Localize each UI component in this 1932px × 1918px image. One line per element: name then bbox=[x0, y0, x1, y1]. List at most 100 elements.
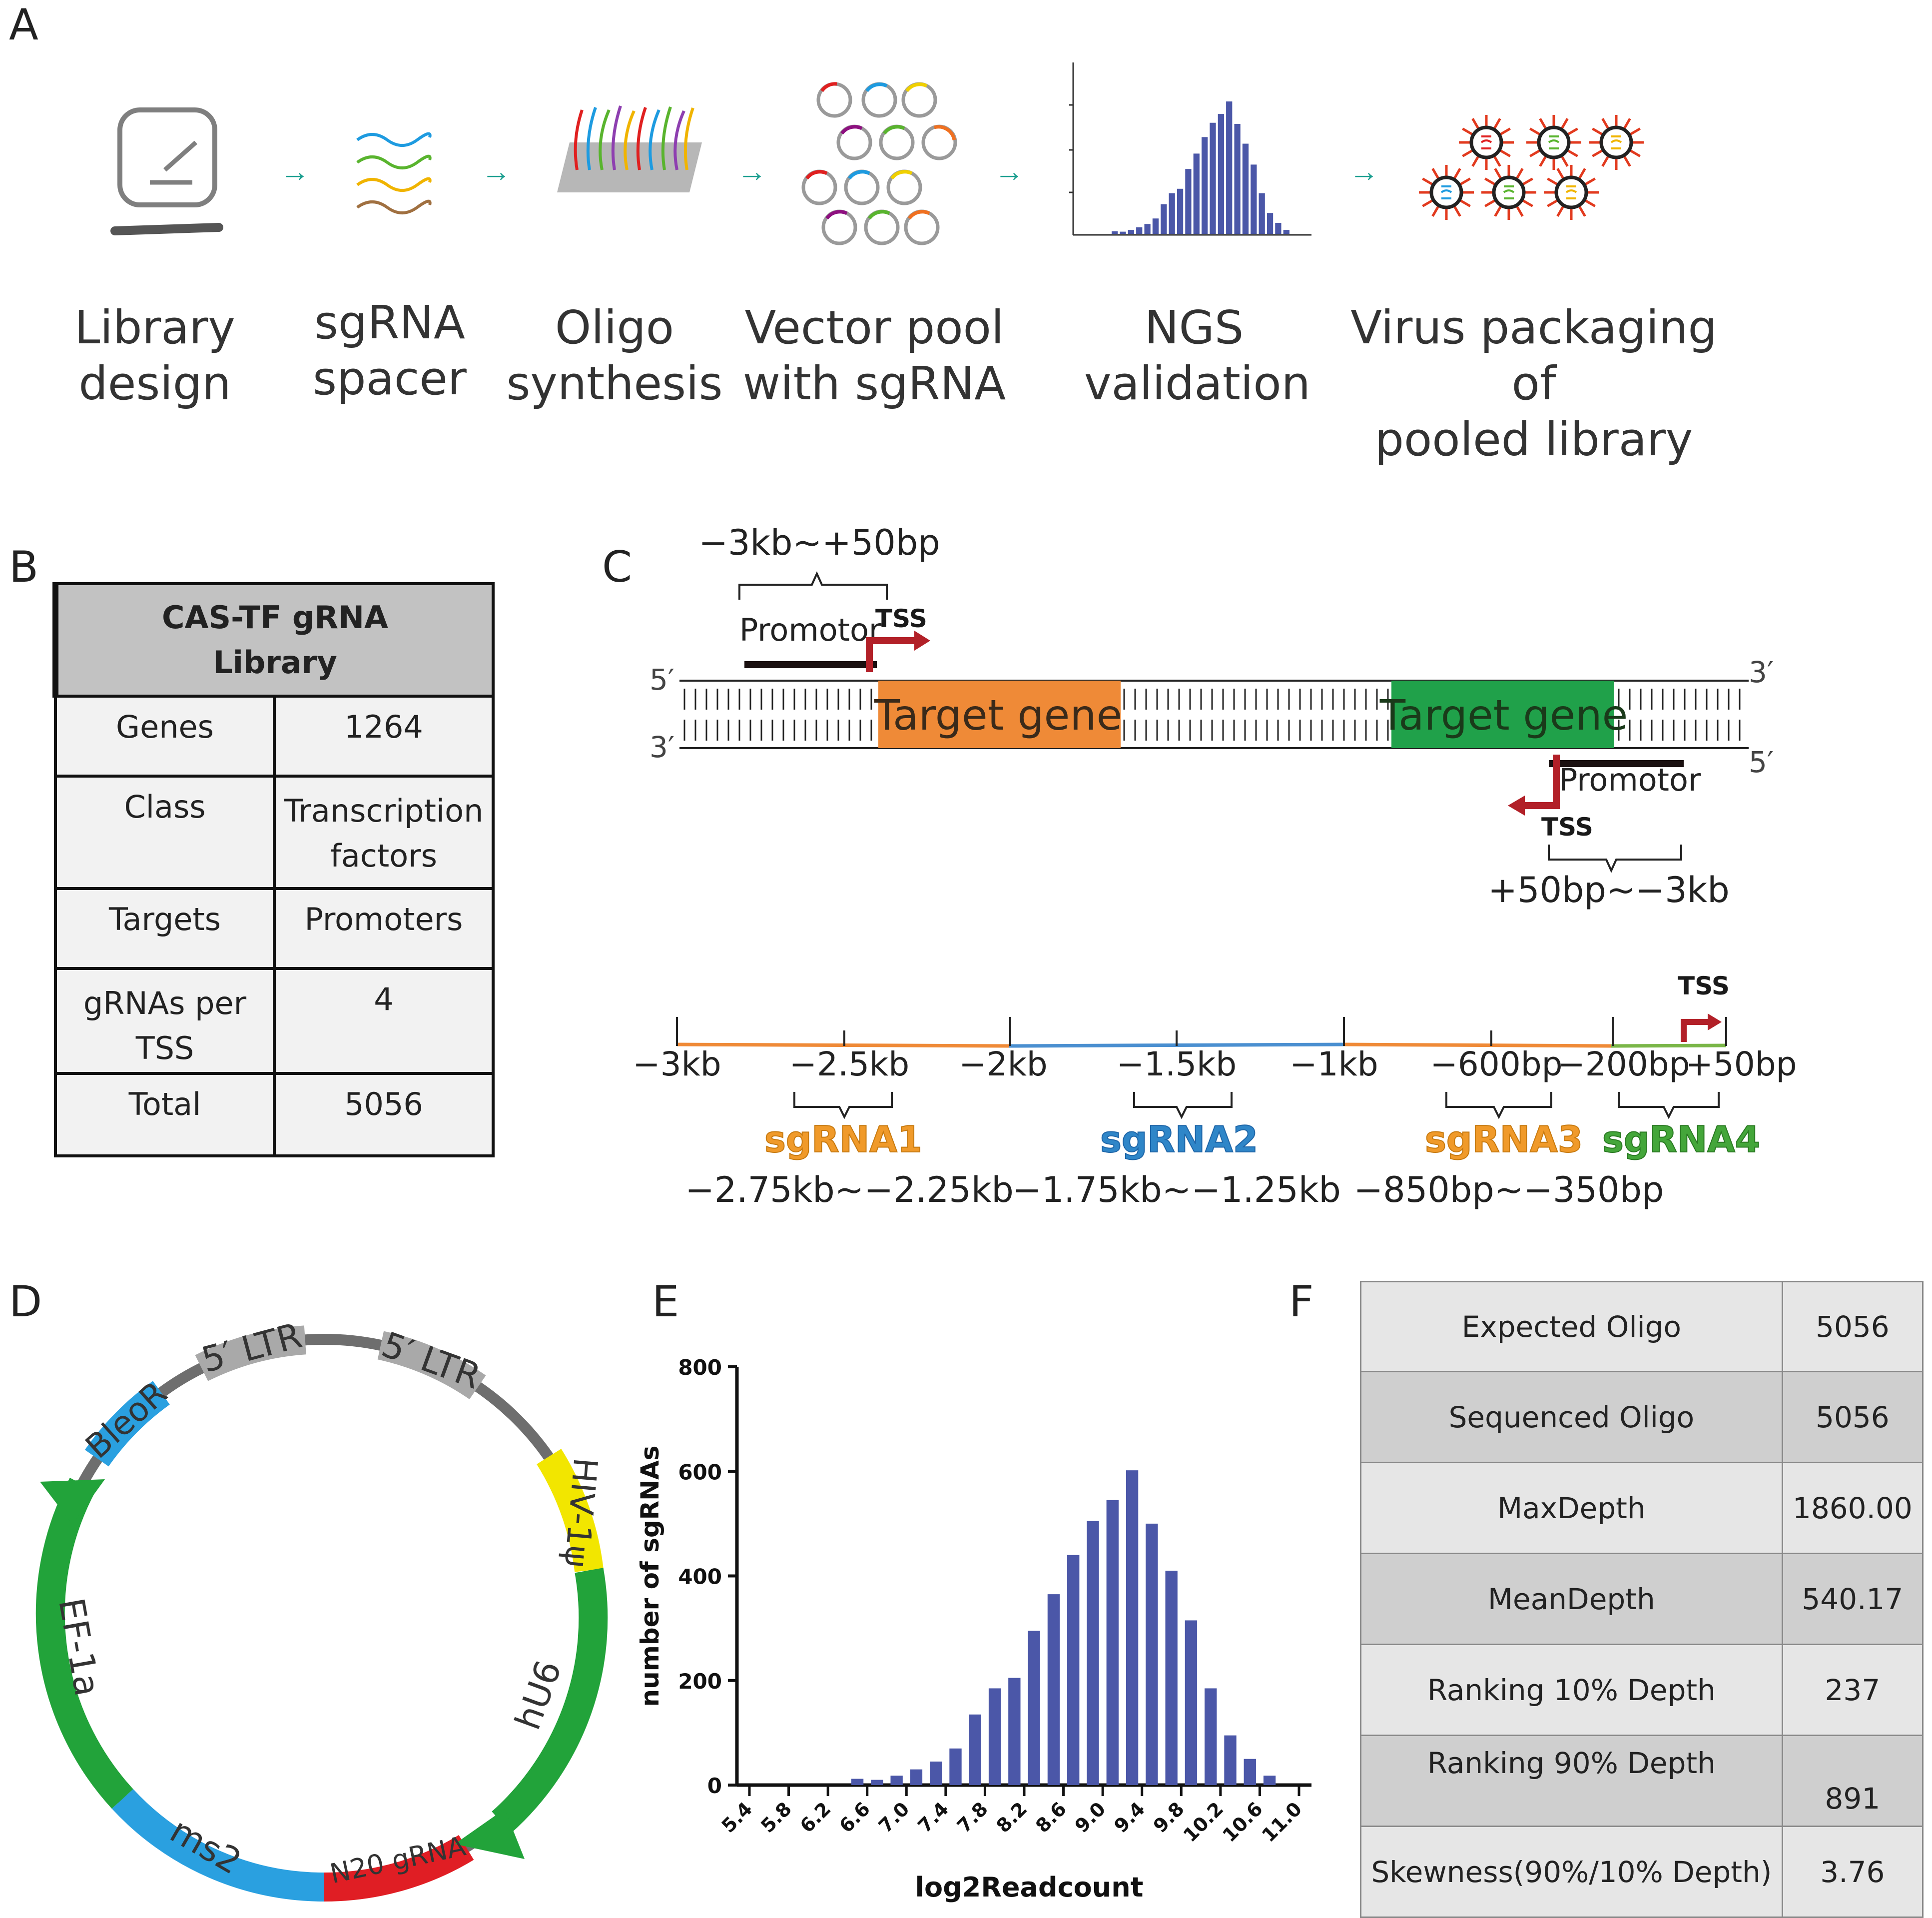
histogram-bar bbox=[1067, 1555, 1080, 1785]
virus-spike bbox=[1484, 177, 1497, 186]
mini-histogram-bar bbox=[1218, 114, 1224, 234]
row-value: 5056 bbox=[1781, 1281, 1924, 1372]
mini-histogram-bar bbox=[1144, 224, 1151, 234]
virus-genome bbox=[1610, 135, 1622, 149]
target-gene-2 bbox=[1391, 681, 1614, 748]
row-value: 540.17 bbox=[1781, 1553, 1924, 1645]
mini-histogram-bar bbox=[1136, 227, 1143, 234]
virus-capsid bbox=[1554, 175, 1588, 209]
table-row: MeanDepth 540.17 bbox=[1360, 1553, 1924, 1645]
virus-spike bbox=[1628, 127, 1641, 136]
target-gene-1-label: Target gene bbox=[874, 691, 1123, 740]
histogram-bar bbox=[1008, 1678, 1021, 1785]
virus-spike bbox=[1583, 198, 1596, 207]
virus-spike bbox=[1560, 154, 1569, 167]
table-row: Sequenced Oligo 5056 bbox=[1360, 1371, 1924, 1463]
table-row: Targets Promoters bbox=[54, 887, 495, 970]
histogram-bar bbox=[1126, 1470, 1139, 1785]
mini-histogram-bar bbox=[1193, 153, 1200, 234]
axis-tick-label: +50bp bbox=[1685, 1045, 1797, 1083]
y-axis-title: number of sgRNAs bbox=[636, 1446, 664, 1707]
axis-tss-arrow-icon bbox=[1681, 1019, 1709, 1042]
computer-icon bbox=[110, 107, 223, 235]
plasmid-map: 5′ LTR 5′ LTR HIV-1ψ hU6 N20 gRNA ms2 EF… bbox=[35, 1315, 608, 1902]
virus-spike bbox=[1556, 204, 1565, 217]
histogram-bar bbox=[1106, 1500, 1119, 1785]
x-tick-label: 7.0 bbox=[874, 1798, 914, 1837]
y-tick-label: 400 bbox=[678, 1565, 722, 1589]
virus-spike bbox=[1431, 168, 1440, 180]
row-key: Total bbox=[54, 1072, 276, 1157]
mini-histogram-bar bbox=[1120, 231, 1126, 234]
plasmid-pool-icon bbox=[801, 82, 957, 245]
virus-spike bbox=[1601, 118, 1610, 130]
row-value: 1860.00 bbox=[1781, 1462, 1924, 1554]
five-prime-bottom: 5′ bbox=[1749, 745, 1774, 779]
ms2-segment bbox=[111, 1789, 324, 1902]
virus-spike bbox=[1498, 148, 1511, 157]
workflow-arrow-3: → bbox=[737, 154, 767, 188]
virus-capsid bbox=[1537, 125, 1571, 159]
virus-spike bbox=[1577, 204, 1586, 217]
row-key: MeanDepth bbox=[1360, 1553, 1783, 1645]
virus-spike bbox=[1547, 177, 1559, 186]
mini-histogram-bar bbox=[1259, 193, 1265, 234]
virus-spike bbox=[1556, 168, 1565, 180]
virus-capsid bbox=[1469, 125, 1503, 159]
virus-spike bbox=[1471, 118, 1480, 130]
histogram-bar bbox=[1047, 1594, 1060, 1785]
x-tick-label: 11.0 bbox=[1258, 1798, 1306, 1846]
row-key: gRNAs per TSS bbox=[54, 967, 276, 1075]
virus-spike bbox=[1560, 118, 1569, 130]
bottom-tss-label: TSS bbox=[1541, 813, 1593, 842]
sgrna2-label: sgRNA2 bbox=[1100, 1118, 1258, 1160]
histogram-icon bbox=[1069, 62, 1311, 236]
mini-histogram-bar bbox=[1128, 230, 1134, 234]
virus-spike bbox=[1462, 148, 1474, 157]
virus-particles-icon bbox=[1419, 115, 1644, 220]
mini-histogram-bar bbox=[1226, 101, 1233, 234]
virus-spike bbox=[1462, 127, 1474, 136]
histogram-bar bbox=[1087, 1521, 1099, 1785]
row-value: 4 bbox=[273, 967, 495, 1075]
row-key: Ranking 90% Depth bbox=[1360, 1735, 1783, 1827]
histogram-bar bbox=[988, 1688, 1001, 1785]
virus-spike bbox=[1422, 198, 1434, 207]
bottom-promoter-label: Promotor bbox=[1559, 762, 1701, 798]
table-row: Genes 1264 bbox=[54, 695, 495, 778]
axis-tick-label: −3kb bbox=[633, 1045, 721, 1083]
psi-label: HIV-1ψ bbox=[557, 1456, 605, 1569]
virus-spike bbox=[1601, 154, 1610, 167]
histogram-bar bbox=[1165, 1571, 1178, 1785]
x-tick-label: 9.4 bbox=[1110, 1798, 1149, 1837]
sgrna3-label: sgRNA3 bbox=[1425, 1118, 1583, 1160]
top-tss-label: TSS bbox=[875, 604, 927, 633]
virus-capsid bbox=[1429, 175, 1463, 209]
histogram-bar bbox=[969, 1714, 981, 1785]
ltr-segment-2 bbox=[377, 1331, 486, 1400]
x-tick-label: 8.2 bbox=[992, 1798, 1032, 1837]
virus-spike bbox=[1452, 168, 1461, 180]
x-tick-label: 10.6 bbox=[1218, 1798, 1267, 1846]
panel-label-b: B bbox=[9, 542, 38, 592]
psi-segment bbox=[537, 1449, 604, 1572]
promoter-diagram: Target gene Target gene 5′ 3′ 3′ 5′ −3kb… bbox=[633, 522, 1797, 1210]
mini-histogram-bar bbox=[1112, 231, 1118, 234]
row-value: 891 bbox=[1781, 1735, 1924, 1827]
row-key: Sequenced Oligo bbox=[1360, 1371, 1783, 1463]
axis-tss-label: TSS bbox=[1678, 971, 1730, 1000]
axis-tick-label: −2kb bbox=[959, 1045, 1047, 1083]
panel-label-f: F bbox=[1289, 1277, 1314, 1327]
virus-spike bbox=[1515, 168, 1524, 180]
virus-spike bbox=[1622, 154, 1631, 167]
virus-genome bbox=[1565, 185, 1577, 199]
histogram-bar bbox=[890, 1776, 903, 1785]
row-key: MaxDepth bbox=[1360, 1462, 1783, 1554]
x-tick-label: 10.2 bbox=[1179, 1798, 1228, 1846]
